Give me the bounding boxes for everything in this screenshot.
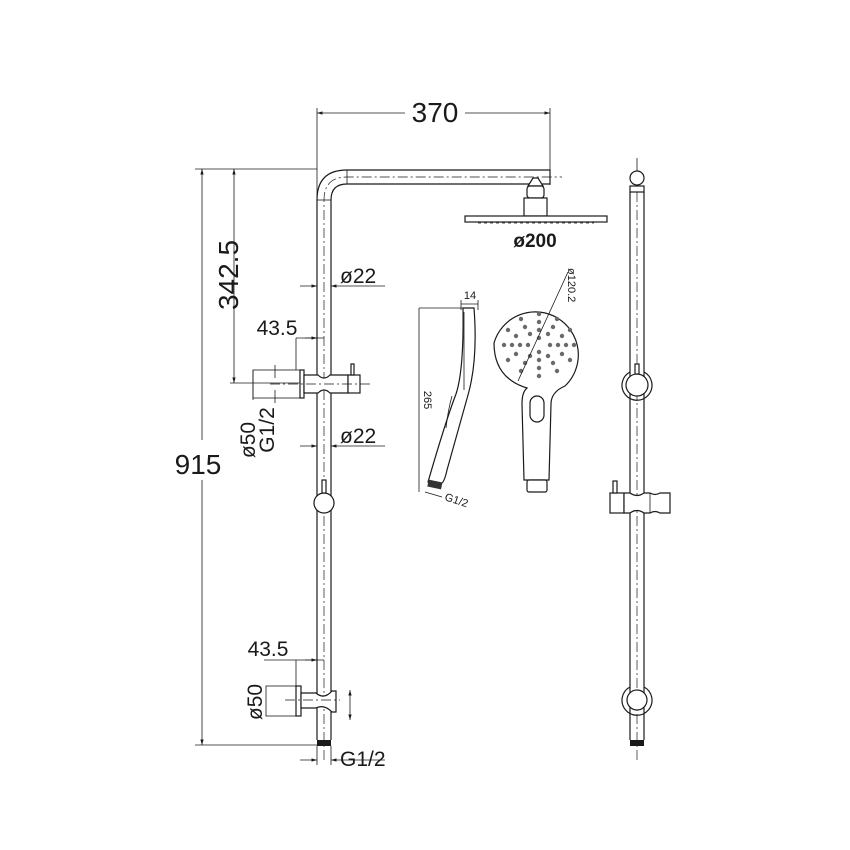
dim-diverter-offset: 43.5	[257, 317, 298, 340]
dim-rainhead-diameter: ø200	[513, 231, 556, 252]
dim-handshower-thickness: 14	[464, 290, 476, 302]
dim-handshower-face-diameter: ø120.2	[565, 268, 577, 302]
handshower-side-view: 14 265 G1/2	[418, 290, 479, 510]
lower-bracket: 43.5 ø50	[244, 638, 352, 720]
dim-total-height: 915	[175, 449, 222, 480]
handshower-front-view: ø120.2	[493, 268, 579, 493]
diverter: 43.5 ø50 G1/2	[237, 317, 370, 458]
dim-handshower-length: 265	[421, 391, 433, 409]
dim-bracket-outlet-diameter: ø50	[244, 684, 267, 720]
front-view: 370 ø200 915 342.5 ø22	[175, 97, 608, 771]
dim-handshower-thread: G1/2	[443, 491, 469, 510]
dim-diverter-outlet-diameter: ø50	[237, 422, 260, 458]
dim-top-to-diverter: 342.5	[213, 240, 244, 310]
dim-arm-length: 370	[412, 97, 459, 128]
rainhead: ø200	[464, 177, 608, 252]
nozzle-array	[501, 311, 577, 379]
dim-diverter-outlet-thread: G1/2	[256, 407, 279, 453]
dim-bracket-offset: 43.5	[248, 638, 289, 661]
dim-pipe-diameter-upper: ø22	[340, 265, 376, 288]
dim-inlet-thread: G1/2	[340, 748, 386, 771]
dim-pipe-diameter-lower: ø22	[340, 425, 376, 448]
rail-side-view	[609, 158, 671, 760]
